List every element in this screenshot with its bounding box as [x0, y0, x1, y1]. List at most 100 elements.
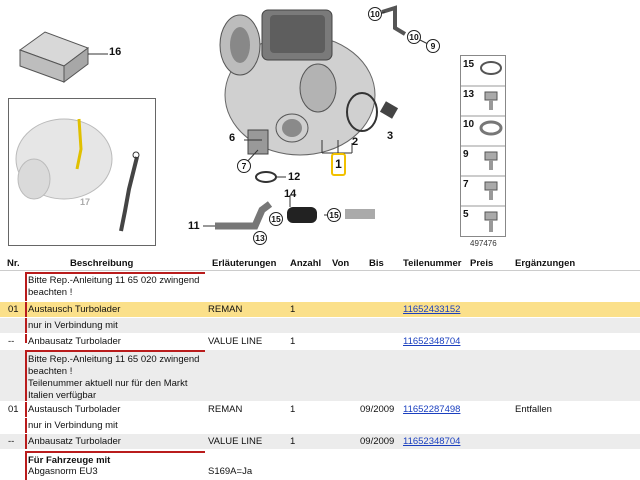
callout-9[interactable]: 9: [426, 39, 440, 53]
part-number-link[interactable]: 11652348704: [403, 336, 461, 347]
row-bis: 09/2009: [360, 436, 395, 447]
callout-10-mid[interactable]: 10: [407, 30, 421, 44]
row-bis: 09/2009: [360, 404, 395, 415]
part-number-link[interactable]: 11652348704: [403, 436, 461, 447]
row-anzahl: 1: [290, 404, 296, 415]
header-ergaenzungen: Ergänzungen: [515, 258, 576, 269]
group-border: [25, 302, 27, 318]
callout-10-top[interactable]: 10: [368, 7, 382, 21]
callout-12[interactable]: 12: [288, 171, 301, 183]
table-row: nur in Verbindung mit: [0, 317, 640, 334]
row-anzahl: 1: [290, 304, 296, 315]
group-border: [25, 402, 27, 418]
group-border: [25, 451, 205, 453]
row-nr: 01: [8, 404, 19, 415]
table-row-selected[interactable]: 01 Austausch Turbolader REMAN 1 11652433…: [0, 301, 640, 318]
panel-item-10[interactable]: 10: [463, 119, 475, 130]
row-description-2: Abgasnorm EU3: [28, 466, 98, 477]
row-description: Bitte Rep.-Anleitung 11 65 020 zwingend …: [28, 354, 200, 401]
diagram-reference-number: 497476: [470, 239, 497, 248]
table-row: 01 Austausch Turbolader REMAN 1 09/2009 …: [0, 401, 640, 418]
callout-15-left[interactable]: 15: [269, 212, 283, 226]
row-erlaeuterung: VALUE LINE: [208, 436, 263, 447]
panel-hardware-icons: [461, 61, 505, 232]
oil-pipe-drawing: [381, 5, 407, 36]
callout-16[interactable]: 16: [109, 46, 122, 58]
header-von: Von: [332, 258, 350, 269]
parts-diagram: 16 10 10 9 2 3 6 7 12 14 15 15 11 13 1 1…: [8, 5, 506, 248]
row-erlaeuterung: VALUE LINE: [208, 336, 263, 347]
clamp-drawing: [379, 101, 399, 119]
header-erlaeuterungen: Erläuterungen: [212, 258, 277, 269]
hardware-parts-panel: 15 13 10 9 7 5: [460, 55, 506, 237]
table-row: nur in Verbindung mit: [0, 417, 640, 434]
hose-drawing: [287, 207, 317, 223]
row-description: Austausch Turbolader: [28, 404, 121, 415]
callout-13[interactable]: 13: [253, 231, 267, 245]
row-description: nur in Verbindung mit: [28, 420, 118, 431]
row-description: Austausch Turbolader: [28, 304, 121, 315]
callout-15-right[interactable]: 15: [327, 208, 341, 222]
gasket-ring-drawing: [346, 92, 378, 132]
row-description: Anbausatz Turbolader: [28, 336, 121, 347]
return-pipe-drawing: [215, 201, 273, 230]
group-border: [25, 434, 27, 450]
part-number-link[interactable]: 11652287498: [403, 404, 461, 415]
header-bis: Bis: [369, 258, 384, 269]
header-teilenummer: Teilenummer: [403, 258, 462, 269]
group-border: [25, 318, 27, 334]
group-border: [25, 272, 27, 302]
row-description: Anbausatz Turbolader: [28, 436, 121, 447]
row-description: Für Fahrzeuge mit: [28, 455, 111, 466]
panel-item-7[interactable]: 7: [463, 179, 469, 190]
row-erlaeuterung: REMAN: [208, 304, 243, 315]
row-anzahl: 1: [290, 436, 296, 447]
group-border: [25, 451, 27, 480]
group-border: [25, 350, 205, 352]
inset-drawing: [15, 118, 140, 232]
inset-view: 17: [8, 98, 156, 246]
group-border: [25, 418, 27, 434]
group-border: [25, 272, 205, 274]
callout-14[interactable]: 14: [284, 188, 297, 200]
row-nr: --: [8, 436, 15, 447]
table-row: -- Anbausatz Turbolader VALUE LINE 1 09/…: [0, 433, 640, 450]
part-number-link[interactable]: 11652433152: [403, 304, 461, 315]
row-erlaeuterung: S169A=Ja: [208, 466, 253, 477]
table-row: Bitte Rep.-Anleitung 11 65 020 zwingend …: [0, 349, 640, 402]
table-row: Für Fahrzeuge mit Abgasnorm EU3 S169A=Ja: [0, 449, 640, 480]
parts-table: Nr. Beschreibung Erläuterungen Anzahl Vo…: [0, 256, 640, 480]
gasket-small-drawing: [255, 171, 277, 183]
callout-7[interactable]: 7: [237, 159, 251, 173]
callout-2[interactable]: 2: [352, 136, 359, 148]
table-header: Nr. Beschreibung Erläuterungen Anzahl Vo…: [0, 256, 640, 271]
panel-item-5[interactable]: 5: [463, 209, 469, 220]
turbocharger-drawing: [219, 9, 376, 156]
row-nr: --: [8, 336, 15, 347]
header-beschreibung: Beschreibung: [70, 258, 134, 269]
panel-item-15[interactable]: 15: [463, 59, 475, 70]
callout-1-highlighted[interactable]: 1: [331, 153, 346, 176]
group-border: [25, 350, 27, 402]
bracket-drawing: [247, 129, 269, 155]
panel-item-13[interactable]: 13: [463, 89, 475, 100]
row-nr: 01: [8, 304, 19, 315]
inset-callout-17: 17: [80, 197, 91, 207]
callout-11[interactable]: 11: [188, 220, 200, 232]
row-anzahl: 1: [290, 336, 296, 347]
header-nr: Nr.: [7, 258, 20, 269]
row-description: Bitte Rep.-Anleitung 11 65 020 zwingend …: [28, 275, 200, 298]
table-row: -- Anbausatz Turbolader VALUE LINE 1 116…: [0, 333, 640, 349]
table-row: Bitte Rep.-Anleitung 11 65 020 zwingend …: [0, 271, 640, 302]
callout-6[interactable]: 6: [229, 132, 236, 144]
row-ergaenzung: Entfallen: [515, 404, 552, 415]
part-16-drawing: [18, 31, 108, 83]
group-border: [25, 334, 27, 343]
panel-item-9[interactable]: 9: [463, 149, 469, 160]
header-anzahl: Anzahl: [290, 258, 322, 269]
diagram-drawing: [18, 5, 429, 230]
callout-3[interactable]: 3: [387, 130, 394, 142]
header-preis: Preis: [470, 258, 494, 269]
row-description: nur in Verbindung mit: [28, 320, 118, 331]
row-erlaeuterung: REMAN: [208, 404, 243, 415]
